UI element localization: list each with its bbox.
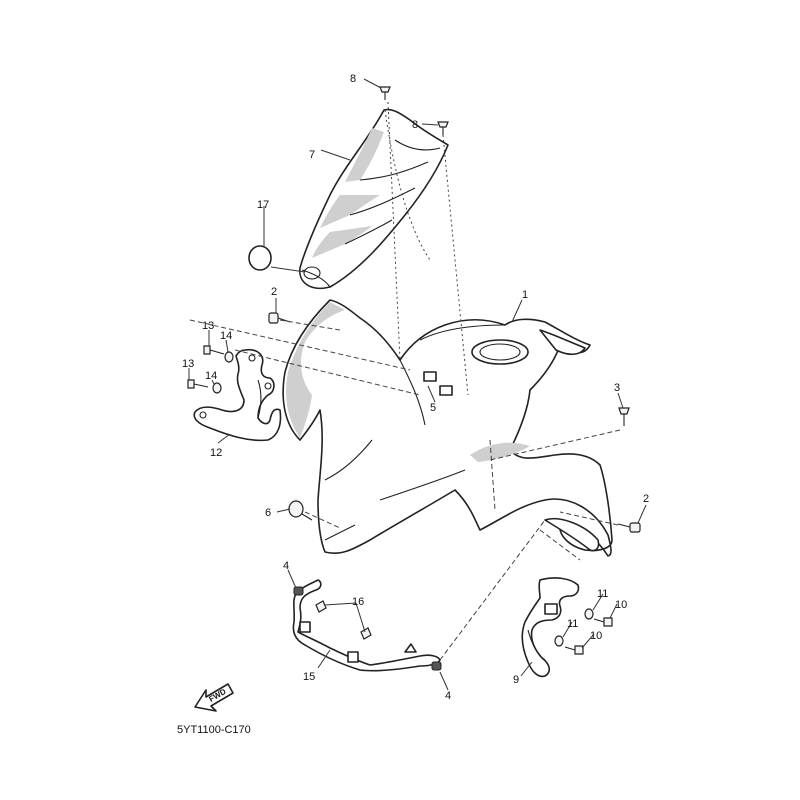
callout-11-lower: 11 bbox=[567, 618, 578, 630]
leader-lines bbox=[188, 78, 647, 691]
part-16-bolts bbox=[315, 600, 372, 640]
callout-4-upper: 4 bbox=[283, 560, 289, 572]
callout-1: 1 bbox=[522, 289, 528, 301]
callout-3: 3 bbox=[614, 382, 620, 394]
callout-10-lower: 10 bbox=[590, 630, 602, 642]
part-8-screws bbox=[379, 86, 449, 135]
callout-8-upper: 8 bbox=[350, 73, 356, 85]
callout-6: 6 bbox=[265, 507, 271, 519]
part-4-nuts bbox=[293, 586, 442, 671]
callout-12: 12 bbox=[210, 447, 222, 459]
part-15-front-stay bbox=[292, 579, 441, 672]
part-11-washers bbox=[554, 608, 594, 647]
part-2-bolt-left bbox=[268, 312, 291, 324]
callout-17: 17 bbox=[257, 199, 269, 211]
assembly-lines bbox=[189, 101, 621, 661]
part-2-bolt-right bbox=[617, 522, 641, 533]
callout-9: 9 bbox=[513, 674, 519, 686]
callout-13-upper: 13 bbox=[202, 320, 214, 332]
callout-16: 16 bbox=[352, 596, 364, 608]
part-1-front-fender bbox=[282, 299, 613, 557]
callout-10-upper: 10 bbox=[615, 599, 627, 611]
part-7-top-cover bbox=[299, 108, 449, 289]
fwd-arrow-icon: FWD bbox=[194, 683, 234, 712]
callout-7: 7 bbox=[309, 149, 315, 161]
part-9-right-bracket bbox=[521, 577, 580, 678]
callout-2-left: 2 bbox=[271, 286, 277, 298]
part-6-grommet bbox=[288, 500, 313, 521]
part-14-washers-left bbox=[212, 351, 234, 394]
callout-8-lower: 8 bbox=[412, 119, 418, 131]
part-3-fastener bbox=[618, 407, 630, 426]
callout-11-upper: 11 bbox=[597, 588, 608, 600]
diagram-code: 5YT1100-C170 bbox=[177, 724, 251, 736]
callout-15: 15 bbox=[303, 671, 315, 683]
part-17-emblem bbox=[248, 245, 272, 271]
callout-14-upper: 14 bbox=[220, 330, 232, 342]
callout-5: 5 bbox=[430, 402, 436, 414]
callout-4-lower: 4 bbox=[445, 690, 451, 702]
part-10-bolts bbox=[564, 617, 613, 655]
part-13-bolts-left bbox=[187, 345, 225, 389]
callout-14-lower: 14 bbox=[205, 370, 217, 382]
part-12-left-bracket bbox=[193, 348, 282, 442]
callout-13-lower: 13 bbox=[182, 358, 194, 370]
callout-2-right: 2 bbox=[643, 493, 649, 505]
